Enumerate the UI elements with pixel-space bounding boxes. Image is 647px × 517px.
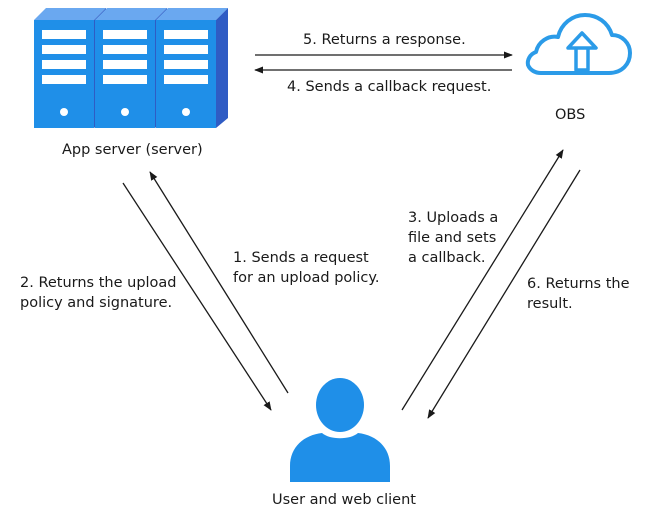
step-4-label: 4. Sends a callback request. xyxy=(287,77,491,97)
step-6-label: 6. Returns the result. xyxy=(527,274,630,314)
cloud-upload-icon xyxy=(525,13,632,75)
step-1-label: 1. Sends a request for an upload policy. xyxy=(233,248,379,288)
step-6-line-2: result. xyxy=(527,296,573,312)
step-2-line-1: 2. Returns the upload xyxy=(20,275,177,291)
arrow-step-3 xyxy=(401,149,564,411)
step-1-line-2: for an upload policy. xyxy=(233,270,380,286)
step-2-line-2: policy and signature. xyxy=(20,295,173,311)
app-server-label: App server (server) xyxy=(62,142,203,158)
step-5-label: 5. Returns a response. xyxy=(303,30,466,50)
step-3-line-1: 3. Uploads a xyxy=(408,210,499,226)
step-4-line-1: 4. Sends a callback request. xyxy=(287,79,492,95)
obs-label: OBS xyxy=(555,107,586,123)
arrow-step-2 xyxy=(122,182,272,411)
step-1-line-1: 1. Sends a request xyxy=(233,250,369,266)
step-6-line-1: 6. Returns the xyxy=(527,276,630,292)
user-icon xyxy=(290,378,390,482)
arrow-step-1 xyxy=(149,171,289,394)
step-5-line-1: 5. Returns a response. xyxy=(303,32,466,48)
server-tower-icon xyxy=(156,8,228,128)
step-3-line-2: file and sets xyxy=(408,230,497,246)
server-rack-icon xyxy=(34,8,228,128)
client-label: User and web client xyxy=(272,492,416,508)
step-2-label: 2. Returns the upload policy and signatu… xyxy=(20,273,177,313)
step-3-line-3: a callback. xyxy=(408,250,486,266)
arrow-step-6 xyxy=(427,169,581,419)
step-3-label: 3. Uploads a file and sets a callback. xyxy=(408,208,498,268)
